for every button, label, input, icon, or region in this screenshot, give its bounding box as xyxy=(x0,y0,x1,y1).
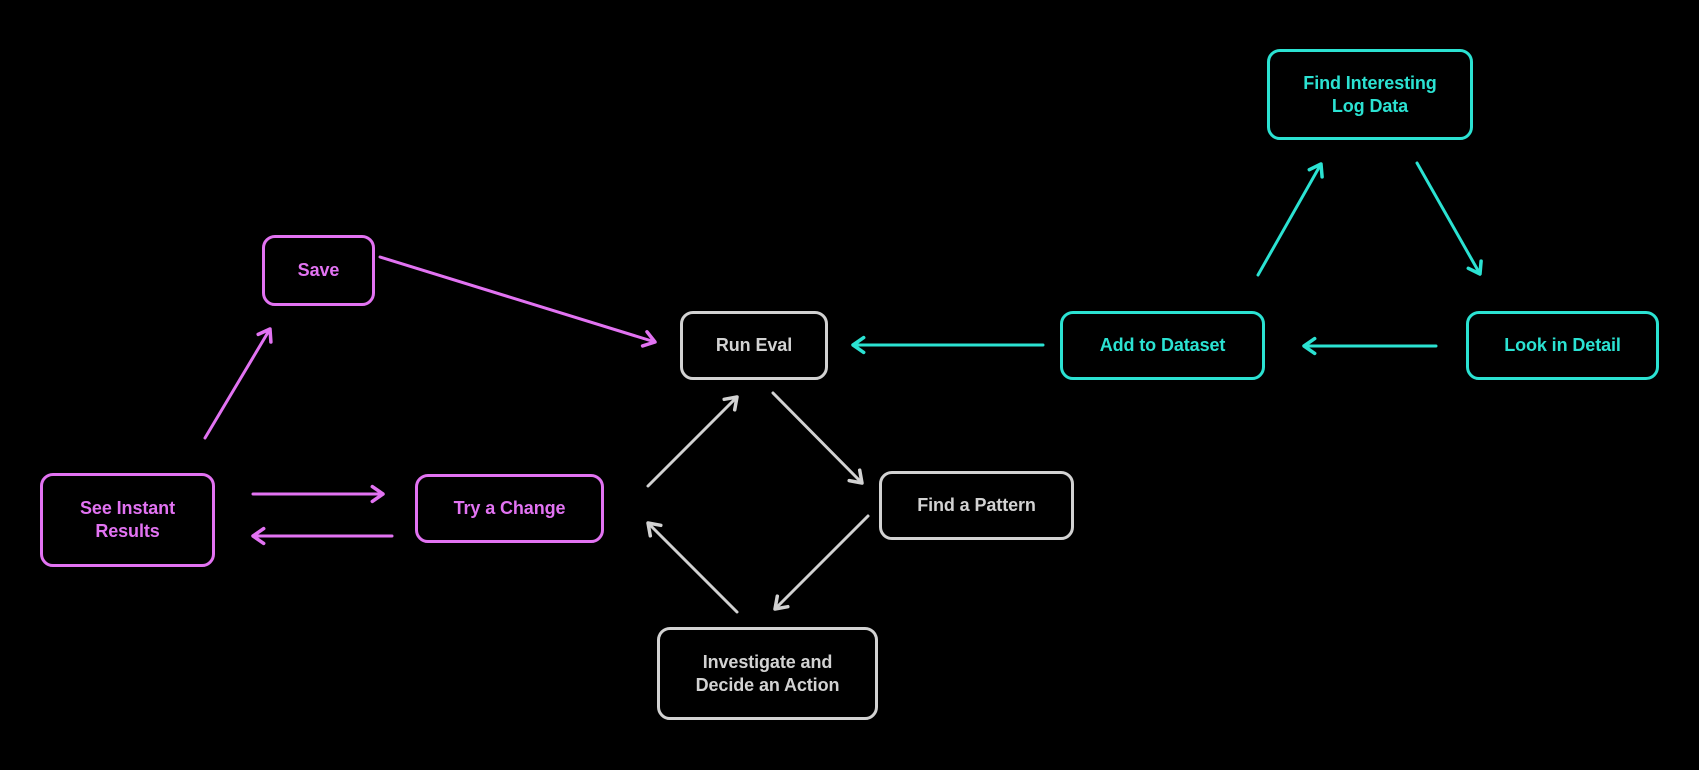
arrow-save-to-run-eval xyxy=(378,255,657,348)
arrowhead-icon xyxy=(370,484,385,504)
arrowhead-icon xyxy=(646,521,663,538)
node-label: Try a Change xyxy=(453,498,566,518)
node-label: Run Eval xyxy=(715,335,793,355)
arrow-run-eval-to-find-a-pattern xyxy=(771,391,864,485)
node-save: Save xyxy=(262,235,375,306)
arrow-find-a-pattern-to-investigate xyxy=(773,514,870,611)
arrowhead-icon xyxy=(851,335,866,355)
node-try-a-change: Try a Change xyxy=(415,474,604,543)
node-see-instant-results: See Instant Results xyxy=(40,473,215,567)
node-find-interesting-log-data: Find Interesting Log Data xyxy=(1267,49,1473,140)
node-investigate-and-decide-an-action: Investigate and Decide an Action xyxy=(657,627,878,720)
arrowhead-icon xyxy=(256,327,273,344)
arrow-add-to-dataset-to-find-interesting xyxy=(1256,162,1324,277)
node-label: Save xyxy=(297,260,340,280)
arrowhead-icon xyxy=(722,395,739,412)
node-run-eval: Run Eval xyxy=(680,311,828,380)
node-label: Look in Detail xyxy=(1504,335,1621,355)
node-add-to-dataset: Add to Dataset xyxy=(1060,311,1265,380)
arrow-try-a-change-to-run-eval xyxy=(646,395,739,488)
arrowhead-icon xyxy=(773,594,790,611)
arrow-see-instant-results-to-try-a-change xyxy=(251,484,385,504)
node-label: Find Interesting Log Data xyxy=(1303,72,1437,116)
arrowhead-icon xyxy=(640,330,657,348)
node-find-a-pattern: Find a Pattern xyxy=(879,471,1074,540)
node-look-in-detail: Look in Detail xyxy=(1466,311,1659,380)
arrow-try-a-change-to-see-instant-results xyxy=(251,526,394,546)
arrow-add-to-dataset-to-run-eval xyxy=(851,335,1045,355)
arrow-see-instant-results-to-save xyxy=(203,327,273,440)
arrowhead-icon xyxy=(847,468,864,485)
node-label: Find a Pattern xyxy=(917,495,1036,515)
node-label: See Instant Results xyxy=(80,498,175,541)
node-label: Investigate and Decide an Action xyxy=(695,651,840,695)
arrowhead-icon xyxy=(1466,259,1483,276)
arrowhead-icon xyxy=(1302,336,1317,356)
node-label: Add to Dataset xyxy=(1099,335,1226,355)
arrow-investigate-to-try-a-change xyxy=(646,521,739,614)
arrow-find-interesting-to-look-in-detail xyxy=(1415,161,1483,276)
arrowhead-icon xyxy=(251,526,266,546)
arrow-look-in-detail-to-add-to-dataset xyxy=(1302,336,1438,356)
arrowhead-icon xyxy=(1307,162,1324,179)
